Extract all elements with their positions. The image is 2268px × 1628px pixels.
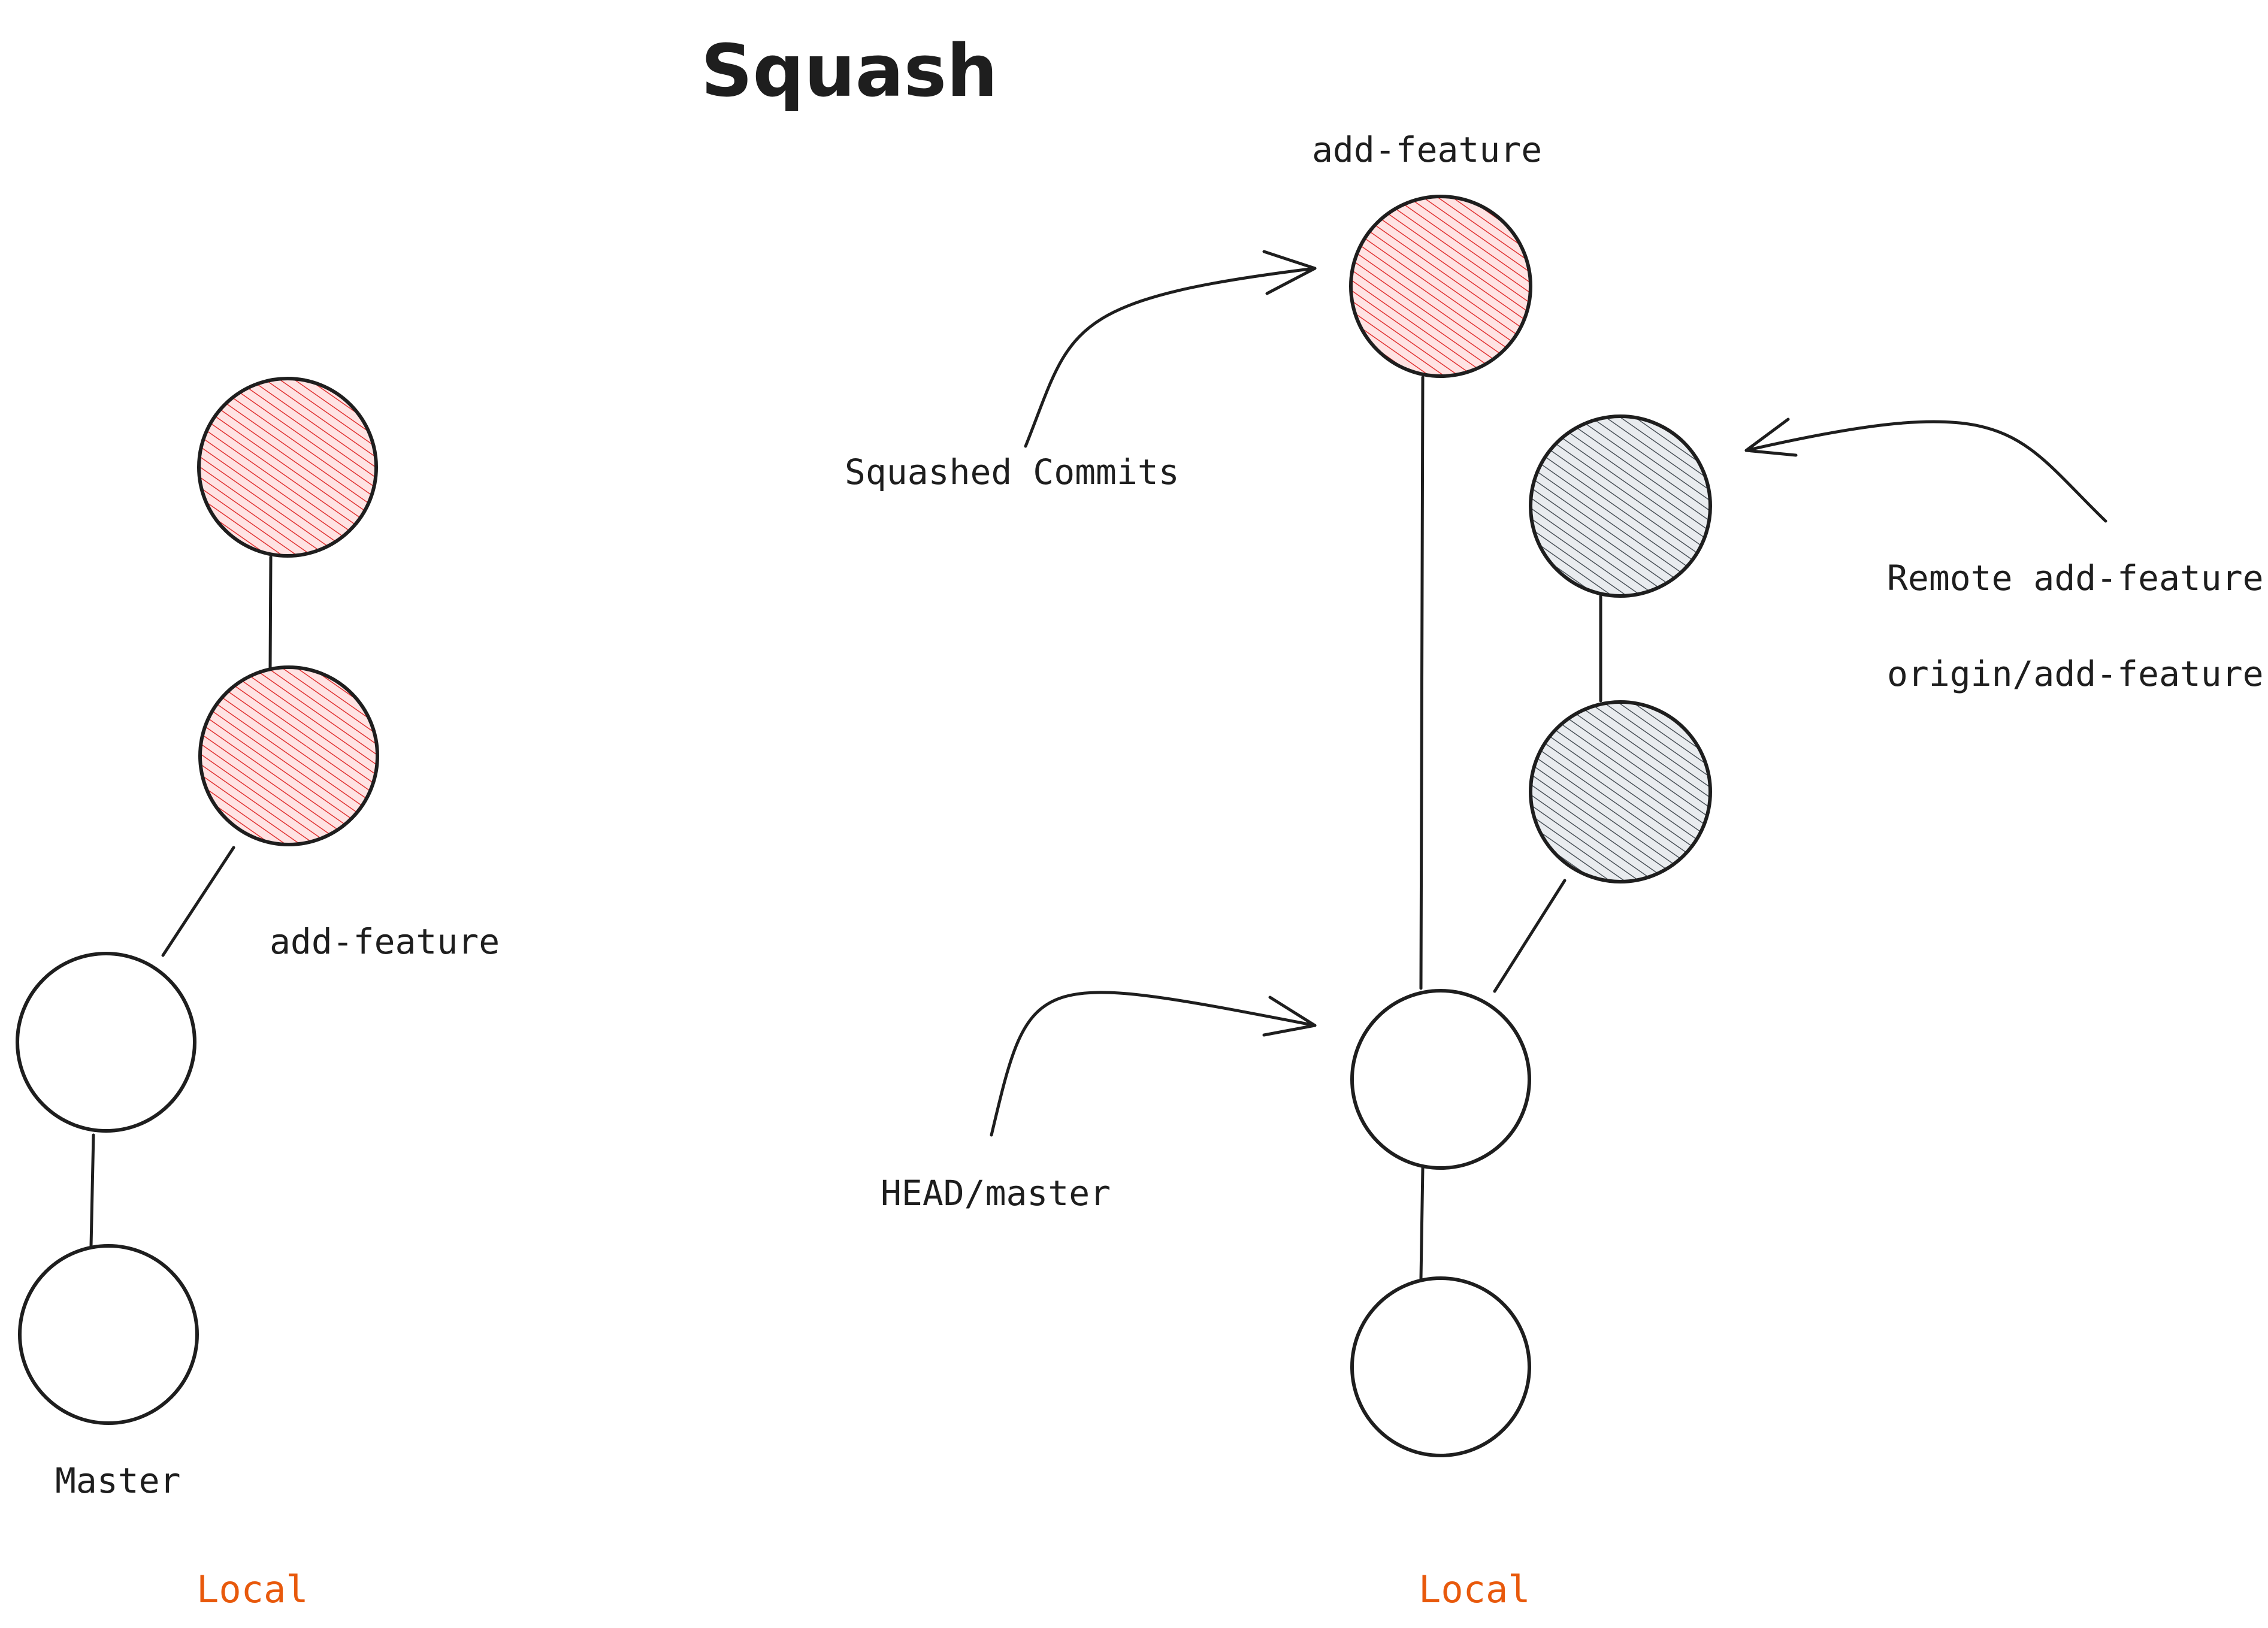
head-master-label: HEAD/master <box>881 1173 1111 1214</box>
right-branch-label: add-feature <box>1312 129 1542 170</box>
arrow-squashed-commits <box>1024 250 1317 448</box>
commit-node-head <box>1350 989 1531 1170</box>
commit-node-left-feature-2 <box>197 377 378 558</box>
origin-add-feature-label: origin/add-feature <box>1887 653 2264 694</box>
commit-node-remote-1 <box>1529 700 1712 883</box>
commit-node-left-feature-1 <box>198 665 379 846</box>
edge-left-master2-master1 <box>89 1133 95 1248</box>
right-graph: add-feature Squashed Commits HEAD/master… <box>845 129 2264 1611</box>
commit-node-left-master-1 <box>18 1244 199 1425</box>
commit-node-remote-2 <box>1529 414 1712 598</box>
left-graph: add-feature Master Local <box>16 377 500 1611</box>
edge-right-head-root <box>1419 1166 1425 1281</box>
remote-add-feature-label: Remote add-feature <box>1887 558 2264 598</box>
arrow-head-master <box>990 991 1317 1137</box>
left-branch-label: add-feature <box>270 921 500 962</box>
commit-node-left-master-2 <box>16 952 196 1133</box>
diagram-title: Squash <box>701 30 998 113</box>
edge-left-feature1-master2 <box>161 846 235 957</box>
arrow-remote-add-feature <box>1744 417 2107 523</box>
commit-node-root <box>1350 1276 1531 1457</box>
left-local-label: Local <box>196 1568 309 1611</box>
edge-right-remote1-head <box>1493 879 1567 993</box>
edge-left-feature2-feature1 <box>268 555 273 670</box>
commit-node-squashed <box>1349 195 1532 378</box>
right-local-label: Local <box>1419 1568 1531 1611</box>
left-master-label: Master <box>55 1460 181 1501</box>
squashed-commits-label: Squashed Commits <box>845 452 1180 492</box>
edge-right-squashed-head <box>1419 376 1425 990</box>
